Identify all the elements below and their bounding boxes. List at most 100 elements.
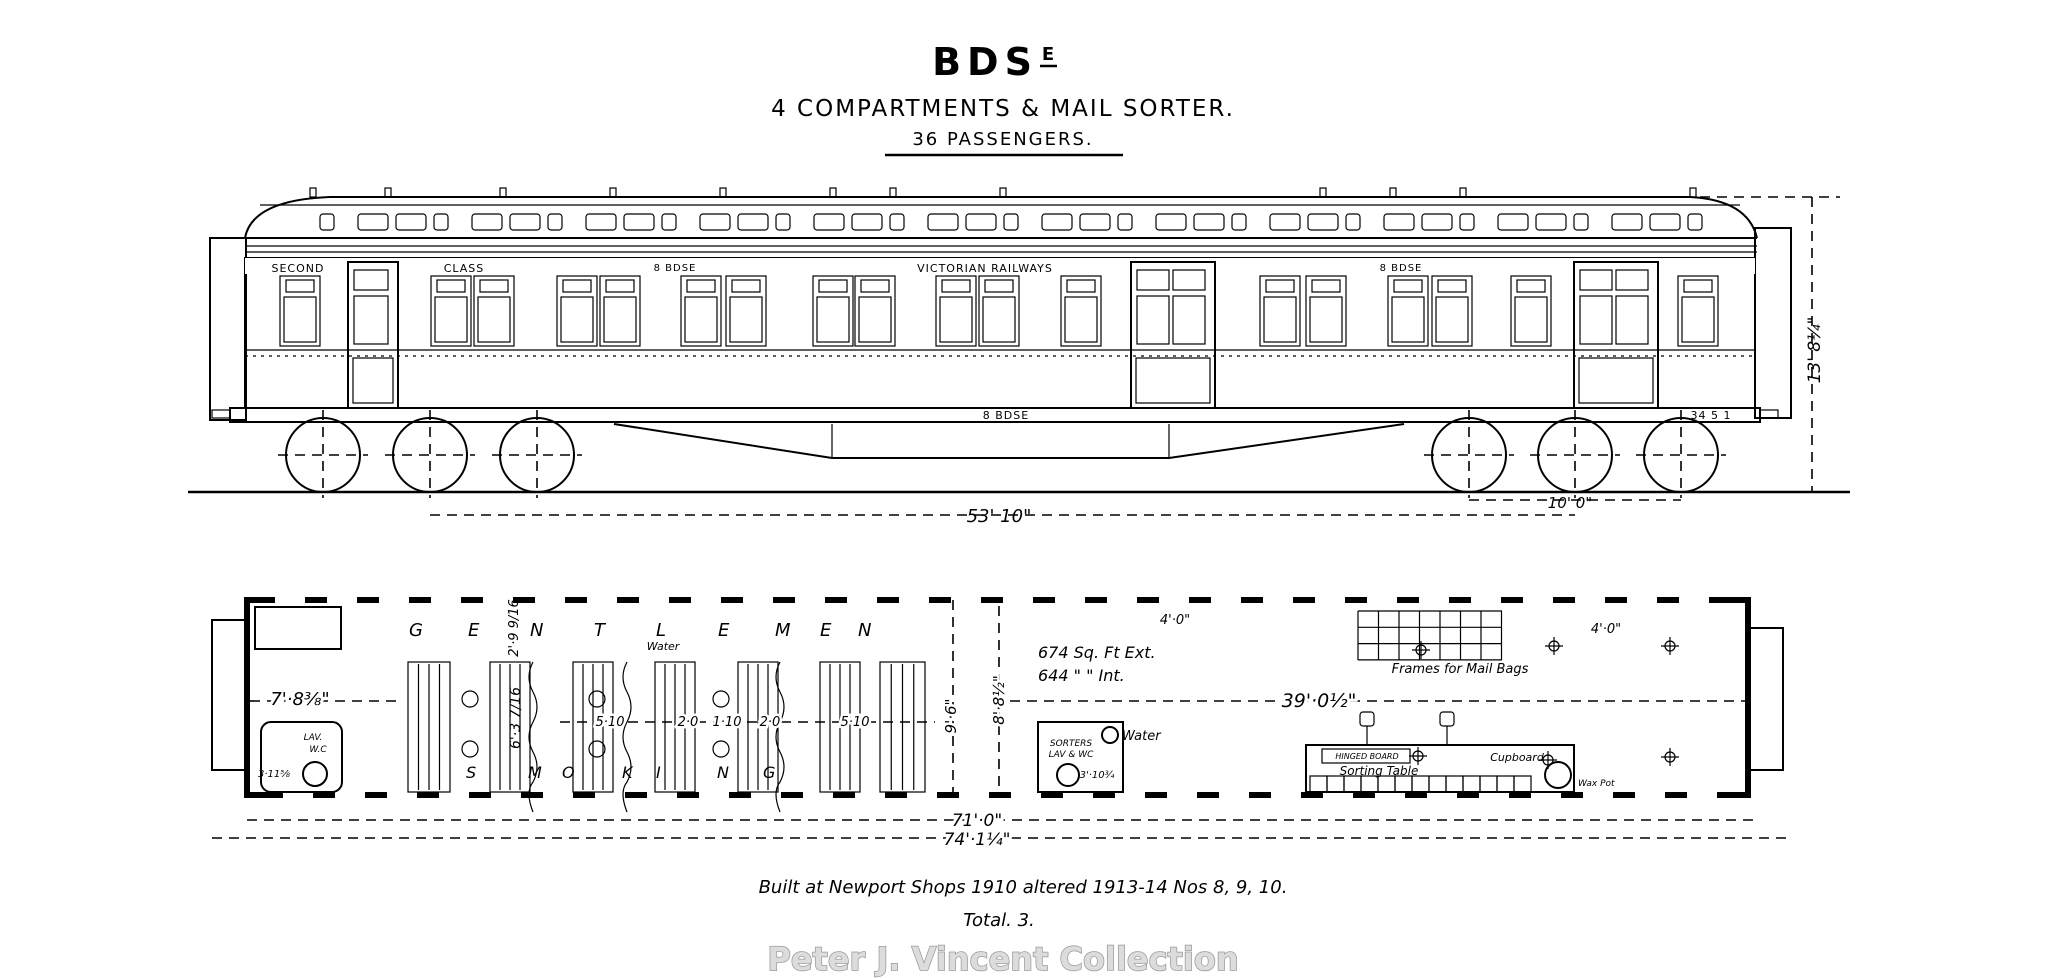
side-window-pane	[1681, 296, 1715, 343]
clerestory-window	[433, 213, 449, 231]
sorting-length-dimension: 39'·0½"	[1282, 690, 1357, 712]
overall-length-dimension: 74'·1¼"	[944, 830, 1011, 850]
door-window	[1615, 295, 1649, 345]
lavatory-pan	[302, 761, 328, 787]
side-window-frame	[279, 275, 321, 347]
plan-window-bottom	[1427, 792, 1457, 798]
sorters-lavatory	[1037, 721, 1124, 793]
side-window-pane	[1064, 296, 1098, 343]
pigeonhole	[1394, 775, 1413, 793]
plan-window-top	[951, 597, 981, 603]
plan-window-bottom	[1375, 792, 1405, 798]
side-window-frame	[725, 275, 767, 347]
smoking-letter: O	[562, 763, 575, 782]
pigeonhole	[1343, 775, 1362, 793]
compartment-seat	[879, 661, 926, 793]
plan-window-top	[1263, 597, 1293, 603]
side-window-toplight	[818, 279, 848, 293]
plan-window-bottom	[1115, 792, 1145, 798]
roof-vent	[889, 187, 897, 198]
sorters-basin	[1101, 726, 1119, 744]
width-external-dimension: 9'·6"	[942, 699, 960, 734]
compartment-seat	[654, 661, 696, 793]
lettering-number-left: 8 BDSE	[654, 263, 697, 274]
diagram-title-suffix: E	[1042, 44, 1054, 65]
plan-window-bottom	[855, 792, 885, 798]
smoking-letter: G	[763, 763, 775, 782]
left-gangway	[211, 619, 248, 771]
partition-door	[528, 661, 538, 813]
door-window	[1172, 295, 1206, 345]
plan-window-top	[379, 597, 409, 603]
wax-pot-label: Wax Pot	[1578, 779, 1615, 789]
clerestory-window	[1231, 213, 1247, 231]
door-toplight	[1579, 269, 1613, 291]
door-width-dimension: 4'·0"	[1160, 613, 1190, 628]
clerestory-window	[1117, 213, 1133, 231]
door-panel	[352, 357, 394, 404]
compartment-light	[588, 740, 606, 758]
plan-window-bottom	[1479, 792, 1509, 798]
clerestory-windows	[319, 213, 1703, 231]
side-window-frame	[1677, 275, 1719, 347]
roof-vent	[1319, 187, 1327, 198]
plan-window-bottom	[1635, 792, 1665, 798]
side-window-toplight	[984, 279, 1014, 293]
clerestory-window	[1041, 213, 1073, 231]
pigeonhole	[1377, 775, 1396, 793]
plan-window-bottom	[803, 792, 833, 798]
clerestory-window	[1269, 213, 1301, 231]
right-end-vestibule	[1754, 227, 1792, 419]
underframe-code: 34 5 1	[1691, 409, 1732, 422]
pigeonhole	[1462, 775, 1481, 793]
sorters-lav-dimension: 3'·10¾	[1080, 770, 1115, 781]
side-window-frame	[1060, 275, 1102, 347]
gentlemen-lettering: G E N T L E M E N	[409, 620, 871, 641]
hinged-board-label: HINGED BOARD	[1335, 752, 1398, 761]
clerestory-window	[1383, 213, 1415, 231]
lav-label: LAV.	[304, 733, 323, 743]
lettering-number-right: 8 BDSE	[1380, 263, 1423, 274]
clerestory-window	[1421, 213, 1453, 231]
lav-width-dimension: 3·11⅝	[258, 769, 290, 780]
side-window-pane	[684, 296, 718, 343]
clerestory-window	[1003, 213, 1019, 231]
side-window-frame	[599, 275, 641, 347]
plan-window-bottom	[1531, 792, 1561, 798]
stool	[1439, 711, 1455, 727]
clerestory-window	[1459, 213, 1475, 231]
side-window-toplight	[941, 279, 971, 293]
plan-window-bottom	[1219, 792, 1249, 798]
partition-door	[775, 661, 785, 813]
clerestory-window	[1079, 213, 1111, 231]
wheelbase-dimension: 10' 0"	[1548, 494, 1592, 512]
partition-door	[622, 661, 632, 813]
pigeonhole	[1513, 775, 1532, 793]
door-window	[1579, 295, 1613, 345]
wc-label: W.C	[309, 745, 327, 755]
side-window-frame	[978, 275, 1020, 347]
smoking-letter: M	[528, 763, 542, 782]
header: BDS E 4 COMPARTMENTS & MAIL SORTER. 36 P…	[771, 40, 1233, 157]
plan-window-top	[1003, 597, 1033, 603]
smoking-letter: N	[717, 763, 729, 782]
clerestory-window	[813, 213, 845, 231]
side-window-pane	[283, 296, 317, 343]
bogie-centres-dimension: 53' 10"	[967, 506, 1032, 527]
plan-window-bottom	[647, 792, 677, 798]
clerestory-window	[775, 213, 791, 231]
side-window-frame	[430, 275, 472, 347]
clerestory-window	[471, 213, 503, 231]
plan-window-top	[899, 597, 929, 603]
gentlemen-letter: T	[594, 620, 607, 641]
lavatory-left	[260, 721, 343, 793]
door-window	[353, 295, 389, 345]
door-toplight	[1615, 269, 1649, 291]
pigeonhole	[1309, 775, 1328, 793]
clerestory-window	[395, 213, 427, 231]
total-note: Total. 3.	[963, 910, 1035, 931]
plan-window-bottom	[1583, 792, 1613, 798]
clerestory-window	[699, 213, 731, 231]
plan-window-top	[1159, 597, 1189, 603]
